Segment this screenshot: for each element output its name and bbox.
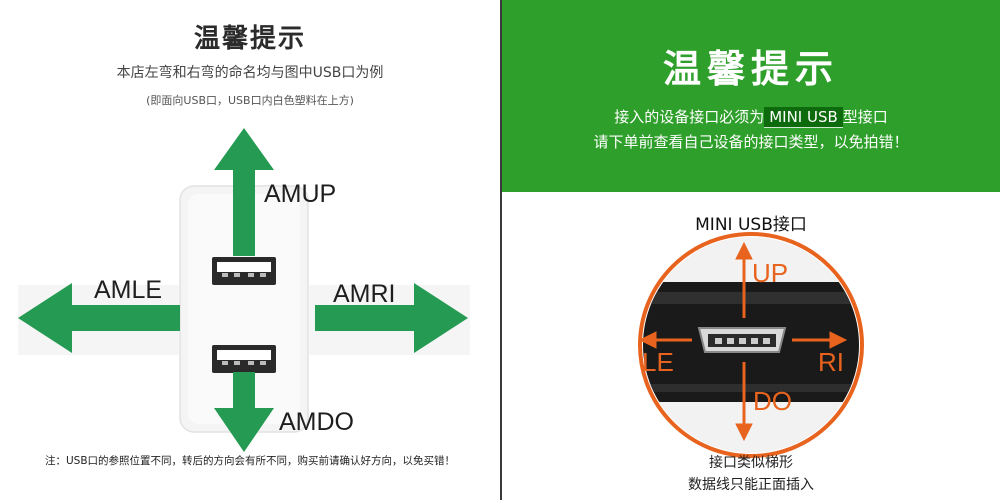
usb-port-bottom [212,345,276,373]
label-amri: AMRI [333,280,396,309]
usb-port-top [212,257,276,285]
label-amle: AMLE [94,276,162,305]
label-amup: AMUP [264,180,336,209]
label-do: DO [753,386,792,417]
left-note: 注：USB口的参照位置不同，转后的方向会有所不同，购买前请确认好方向，以免买错！ [0,453,500,468]
usb-charger-illustration [0,0,500,500]
mini-usb-port-icon [699,328,785,352]
mini-usb-closeup [502,0,1000,500]
label-up: UP [752,258,788,289]
right-caption-shape: 接口类似梯形 [502,452,1000,472]
right-caption-orientation: 数据线只能正面插入 [502,474,1000,494]
label-le: LE [642,347,674,378]
label-amdo: AMDO [279,408,354,437]
left-panel: 温馨提示 本店左弯和右弯的命名均与图中USB口为例 (即面向USB口，USB口内… [0,0,500,500]
label-ri: RI [818,347,844,378]
